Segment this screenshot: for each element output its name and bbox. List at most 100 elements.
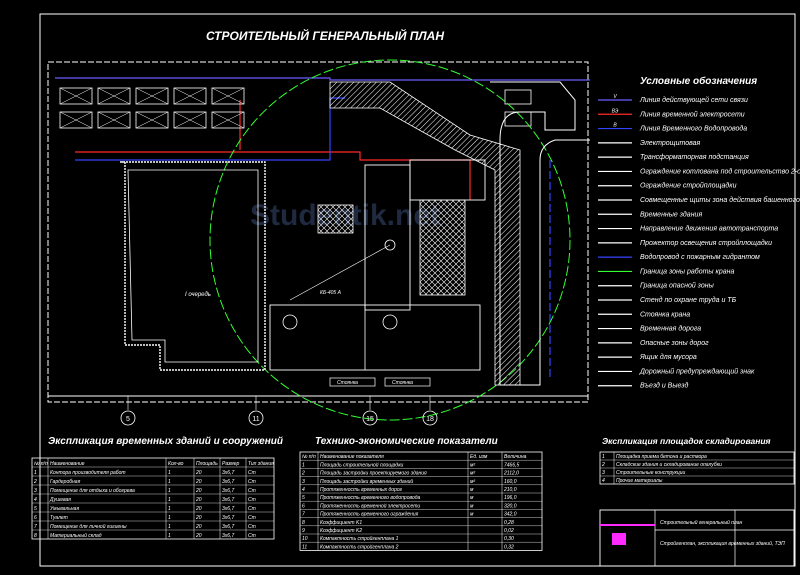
site-fence (47, 61, 589, 403)
table-cell: 20 (195, 506, 202, 512)
legend-item: Водопровод с пожарным гидрантом (640, 253, 760, 261)
table-cell: 7466,5 (504, 462, 520, 468)
legend-item: Въезд и Выезд (640, 382, 688, 390)
temp-building (97, 87, 131, 105)
crane-position (384, 239, 396, 251)
table-cell: 20 (195, 515, 202, 521)
crane-jib (289, 244, 391, 301)
water-line (75, 97, 345, 161)
table-cell: 9 (302, 528, 305, 534)
table-cell: 1 (602, 454, 605, 460)
table-cell: 3x6,7 (222, 488, 234, 494)
tech-indicators-title: Технико-экономические показатели (315, 436, 498, 447)
communication-line (55, 77, 590, 81)
table-cell: Помещение для личной гигиены (50, 523, 127, 530)
axis-bubble (248, 410, 264, 426)
table-cell: 1 (168, 479, 171, 485)
table-cell: Площадь строительной площадки (320, 461, 404, 468)
legend-symbol-text: B (613, 123, 617, 129)
crane-stand-2 (382, 314, 398, 330)
storage-title: Экспликация площадок складирования (602, 436, 771, 446)
legend-item: Временные здания (640, 210, 702, 218)
table-cell: Прочие материалы (616, 478, 663, 484)
crane-stand-1 (282, 314, 298, 330)
legend-item: Ограждение котлована под строительство 2… (640, 167, 800, 175)
temporary-road (490, 81, 590, 386)
temp-structure (409, 159, 486, 201)
table-cell: Ст (248, 497, 256, 503)
table-cell: 4 (34, 497, 37, 503)
legend-title: Условные обозначения (640, 75, 757, 87)
table-cell: 8 (34, 533, 37, 539)
table-cell: м² (470, 479, 475, 485)
temp-building (173, 111, 207, 129)
temporary-buildings (59, 87, 532, 129)
power-line (75, 151, 471, 200)
stamp-name: Строительный генеральный план (660, 519, 743, 526)
table-cell: 3x6,7 (222, 497, 234, 503)
table-cell: 3x6,7 (222, 515, 234, 521)
legend-item: Ящик для мусора (639, 353, 697, 361)
table-cell: Протяженность временных дорог (320, 487, 403, 493)
table-cell: 8 (302, 520, 305, 526)
table-cell: Контора производителя работ (50, 470, 126, 476)
table-cell: 1 (168, 515, 171, 521)
table-cell: 20 (195, 470, 202, 476)
building-label: I очередь (185, 292, 211, 298)
table-cell: 1 (168, 524, 171, 530)
material-storage (317, 204, 354, 234)
axis-label: 5 (126, 416, 130, 423)
drawing-frame (39, 13, 796, 567)
table-header: Площадь (196, 461, 218, 467)
table-cell: Душевая (49, 497, 71, 503)
legend-item: Опасные зоны дорог (640, 339, 709, 347)
table-cell: 20 (195, 524, 202, 530)
table-cell: 3x6,7 (222, 524, 234, 530)
legend-symbol-text: BЭ (612, 108, 619, 114)
table-cell: Ст (248, 515, 256, 521)
table-cell: Ст (248, 470, 256, 476)
stand-label-1: Стоянка (337, 380, 358, 386)
main-building: I очередь (120, 161, 266, 371)
table-cell: 20 (195, 479, 202, 485)
table-cell: м (470, 503, 474, 509)
title-stamp: Строительный генеральный план Стройгенпл… (599, 509, 795, 567)
legend-item: Направление движения автотранспорта (640, 225, 778, 233)
table-cell: Коэффициент K2 (320, 528, 362, 534)
legend-item: Граница зоны работы крана (640, 267, 734, 275)
table-cell: м (470, 487, 474, 493)
table-cell: 196,0 (504, 495, 517, 501)
table-cell: Умывальная (50, 506, 79, 512)
legend-item: Стоянка крана (640, 311, 690, 318)
temp-building (504, 89, 532, 105)
legend-item: Линия Временного Водопровода (639, 125, 747, 133)
temp-building (97, 111, 131, 129)
table-cell: Протяженность временной электросети (320, 502, 420, 509)
table-cell: 11 (302, 544, 307, 550)
table-header: Ед. изм (470, 454, 488, 460)
table-cell: 1 (168, 533, 171, 539)
table-cell: 160,0 (504, 479, 517, 485)
table-cell: 10 (302, 536, 308, 542)
temp-buildings-title: Экспликация временных зданий и сооружени… (48, 436, 283, 447)
table-cell: 0,28 (504, 520, 514, 526)
table-header: № п/п (34, 461, 48, 467)
crane-label: КБ-405 А (320, 290, 342, 296)
table-cell: Площадь застройки временных зданий (320, 478, 413, 485)
axis-label: 11 (252, 416, 259, 423)
table-cell: Туалет (50, 515, 68, 521)
stand-label-2: Стоянка (392, 380, 413, 386)
table-header: Величина (504, 454, 527, 460)
hatched-road-zone (329, 81, 521, 386)
stamp-sub: Стройгенплан, экспликация временных здан… (660, 540, 785, 547)
table-header: Наименование показателя (320, 454, 384, 460)
table-cell: 1 (34, 470, 37, 476)
crosshatch-storage (419, 199, 466, 296)
table-cell: Ст (248, 506, 256, 512)
table-cell: Протяженность временного ограждения (320, 512, 419, 518)
table-cell: 20 (195, 488, 202, 494)
